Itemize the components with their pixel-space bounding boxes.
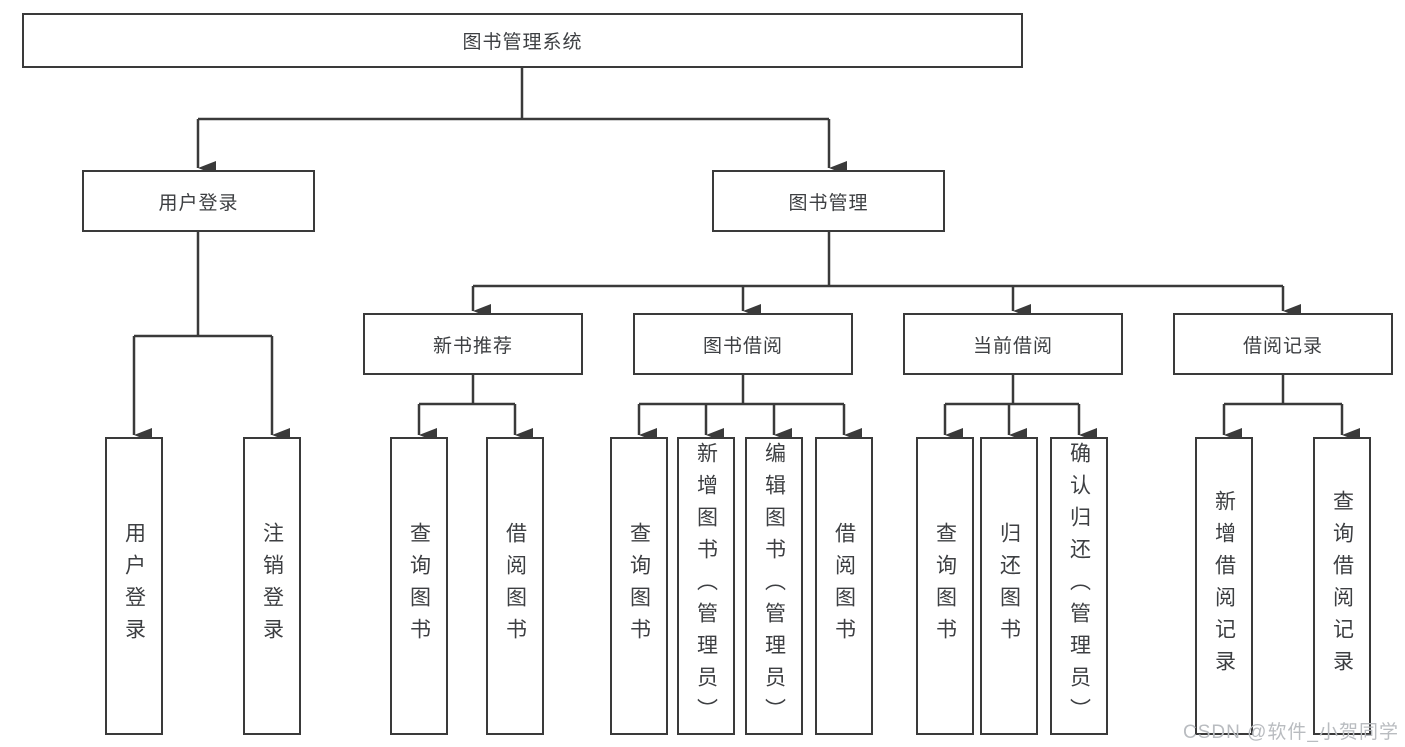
leaf-user-login-label: 用户登录 bbox=[122, 522, 146, 650]
node-current-borrow-label: 当前借阅 bbox=[972, 335, 1053, 357]
leaf-return-book: 归还图书 bbox=[980, 437, 1038, 735]
node-new-book-recommend: 新书推荐 bbox=[363, 313, 583, 375]
leaf-add-book-admin: 新增图书（管理员） bbox=[677, 437, 735, 735]
leaf-query-borrow-record: 查询借阅记录 bbox=[1313, 437, 1371, 735]
leaf-query-book-current: 查询图书 bbox=[916, 437, 974, 735]
node-current-borrow: 当前借阅 bbox=[903, 313, 1123, 375]
leaf-logout: 注销登录 bbox=[243, 437, 301, 735]
node-user-login: 用户登录 bbox=[82, 170, 315, 232]
node-borrow-record-label: 借阅记录 bbox=[1242, 335, 1323, 357]
leaf-confirm-return-admin-label: 确认归还（管理员） bbox=[1067, 442, 1091, 730]
node-book-management: 图书管理 bbox=[712, 170, 945, 232]
leaf-add-borrow-record-label: 新增借阅记录 bbox=[1212, 490, 1236, 682]
leaf-add-book-admin-label: 新增图书（管理员） bbox=[694, 442, 718, 730]
leaf-logout-label: 注销登录 bbox=[260, 522, 284, 650]
leaf-borrow-book-recommend: 借阅图书 bbox=[486, 437, 544, 735]
node-new-book-recommend-label: 新书推荐 bbox=[432, 335, 513, 357]
leaf-return-book-label: 归还图书 bbox=[997, 522, 1021, 650]
leaf-edit-book-admin-label: 编辑图书（管理员） bbox=[762, 442, 786, 730]
leaf-query-book-recommend: 查询图书 bbox=[390, 437, 448, 735]
node-borrow-record: 借阅记录 bbox=[1173, 313, 1393, 375]
node-book-borrow-label: 图书借阅 bbox=[702, 335, 783, 357]
node-book-management-label: 图书管理 bbox=[788, 192, 869, 214]
node-book-borrow: 图书借阅 bbox=[633, 313, 853, 375]
leaf-add-borrow-record: 新增借阅记录 bbox=[1195, 437, 1253, 735]
leaf-confirm-return-admin: 确认归还（管理员） bbox=[1050, 437, 1108, 735]
leaf-query-book-borrow: 查询图书 bbox=[610, 437, 668, 735]
leaf-query-borrow-record-label: 查询借阅记录 bbox=[1330, 490, 1354, 682]
leaf-borrow-book: 借阅图书 bbox=[815, 437, 873, 735]
leaf-borrow-book-label: 借阅图书 bbox=[832, 522, 856, 650]
leaf-query-book-recommend-label: 查询图书 bbox=[407, 522, 431, 650]
leaf-borrow-book-recommend-label: 借阅图书 bbox=[503, 522, 527, 650]
leaf-query-book-current-label: 查询图书 bbox=[933, 522, 957, 650]
leaf-edit-book-admin: 编辑图书（管理员） bbox=[745, 437, 803, 735]
leaf-user-login: 用户登录 bbox=[105, 437, 163, 735]
leaf-query-book-borrow-label: 查询图书 bbox=[627, 522, 651, 650]
node-root: 图书管理系统 bbox=[22, 13, 1023, 68]
csdn-watermark: CSDN @软件_小贺同学 bbox=[1183, 722, 1399, 743]
node-root-label: 图书管理系统 bbox=[462, 32, 583, 53]
node-user-login-label: 用户登录 bbox=[158, 192, 239, 214]
